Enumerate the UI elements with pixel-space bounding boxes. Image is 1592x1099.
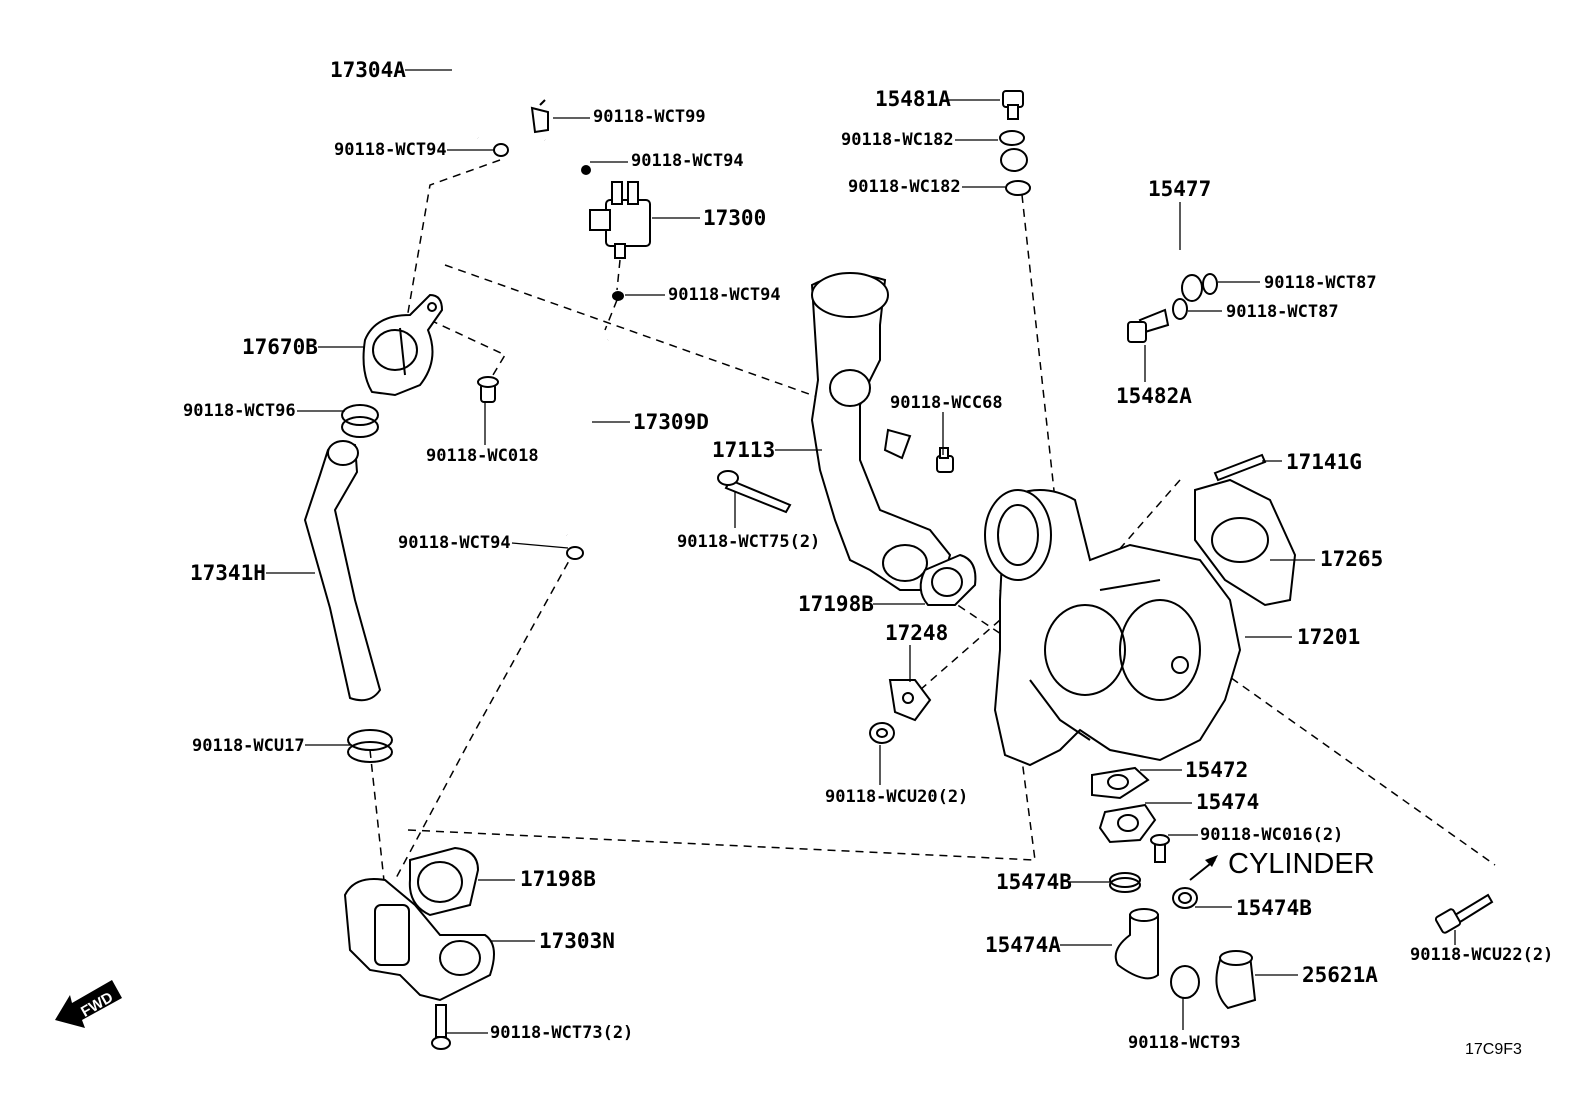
part-17303N-water-housing[interactable] <box>343 878 495 1002</box>
part-17304A-hose[interactable] <box>450 26 547 142</box>
part-17198B-gasket-left[interactable] <box>408 846 480 917</box>
part-90118-WC182-washer-a[interactable] <box>999 130 1025 146</box>
part-90118-WCT96-clamp[interactable] <box>341 404 379 438</box>
label-17303N: 17303N <box>539 929 615 953</box>
part-15482A-bolt[interactable] <box>1127 308 1170 343</box>
part-90118-WC018-bolt[interactable] <box>477 376 499 403</box>
label-90118-WCT94-a: 90118-WCT94 <box>334 140 447 160</box>
part-90118-WCT87-washer-b[interactable] <box>1172 298 1188 320</box>
leader-lines <box>266 69 1456 1034</box>
label-15474B-b: 15474B <box>1236 896 1312 920</box>
label-17198B-a: 17198B <box>520 867 596 891</box>
part-17113-intake-pipe[interactable] <box>810 272 952 591</box>
label-15472: 15472 <box>1185 758 1248 782</box>
label-17248: 17248 <box>885 621 948 645</box>
part-90118-WCT94-clip-d[interactable] <box>566 546 584 560</box>
label-25621A: 25621A <box>1302 963 1378 987</box>
label-90118-WCT75: 90118-WCT75(2) <box>677 532 820 552</box>
label-17670B: 17670B <box>242 335 318 359</box>
label-90118-WCT87-b: 90118-WCT87 <box>1226 302 1339 322</box>
label-90118-WCU20: 90118-WCU20(2) <box>825 787 968 807</box>
cylinder-direction: CYLINDER <box>1189 848 1375 881</box>
part-labels: 17304A 90118-WCT99 90118-WCT94 90118-WCT… <box>183 58 1553 1058</box>
part-15474-flange[interactable] <box>1098 803 1157 844</box>
label-90118-WC182-a: 90118-WC182 <box>841 130 954 150</box>
part-90118-WCT99-clip[interactable] <box>530 99 549 134</box>
part-17265-gasket[interactable] <box>1194 478 1297 607</box>
fwd-arrow-icon: FWD <box>55 980 122 1028</box>
part-90118-WCU22-bolt[interactable] <box>1434 893 1494 934</box>
part-90118-WCT94-clip-a[interactable] <box>493 143 509 157</box>
part-17670B-water-outlet[interactable] <box>362 293 444 397</box>
part-90118-WCT93-clip[interactable] <box>1170 965 1200 999</box>
label-90118-WCT94-c: 90118-WCT94 <box>668 285 781 305</box>
part-90118-WCU20-nut[interactable] <box>869 722 895 744</box>
label-17265: 17265 <box>1320 547 1383 571</box>
part-90118-WCT73-bolt[interactable] <box>431 1004 451 1050</box>
part-25621A-pipe[interactable] <box>1215 950 1257 1010</box>
label-90118-WCT93: 90118-WCT93 <box>1128 1033 1241 1053</box>
part-90118-WC182-washer-b[interactable] <box>1005 180 1031 196</box>
part-15474B-clamp-a[interactable] <box>1109 872 1141 893</box>
part-17248-bracket[interactable] <box>888 679 932 722</box>
label-15481A: 15481A <box>875 87 951 111</box>
part-90118-WCT94-clip-c[interactable] <box>612 291 624 301</box>
assembly-lines <box>369 159 1496 891</box>
diagram-code: 17C9F3 <box>1465 1041 1522 1058</box>
cylinder-label: CYLINDER <box>1228 848 1375 880</box>
label-90118-WCC68: 90118-WCC68 <box>890 393 1003 413</box>
label-90118-WCU22: 90118-WCU22(2) <box>1410 945 1553 965</box>
part-90118-WC016-bolt[interactable] <box>1150 834 1170 863</box>
label-90118-WC016: 90118-WC016(2) <box>1200 825 1343 845</box>
part-90118-WCU17-clamp[interactable] <box>347 729 393 763</box>
part-17198B-gasket-right[interactable] <box>919 553 977 606</box>
label-90118-WCT87-a: 90118-WCT87 <box>1264 273 1377 293</box>
label-15482A: 15482A <box>1116 384 1192 408</box>
label-15474A: 15474A <box>985 933 1061 957</box>
label-15474: 15474 <box>1196 790 1259 814</box>
part-90118-WCT75-bolt[interactable] <box>717 470 792 514</box>
label-17300: 17300 <box>703 206 766 230</box>
label-17113: 17113 <box>712 438 775 462</box>
label-15474B-a: 15474B <box>996 870 1072 894</box>
label-90118-WCT96: 90118-WCT96 <box>183 401 296 421</box>
label-17198B-b: 17198B <box>798 592 874 616</box>
part-15472-gasket[interactable] <box>1091 766 1150 800</box>
label-90118-WC018: 90118-WC018 <box>426 446 539 466</box>
label-17341H: 17341H <box>190 561 266 585</box>
part-15474A-hose[interactable] <box>1114 908 1159 980</box>
part-90118-WCT94-clip-b[interactable] <box>581 165 591 175</box>
label-15477: 15477 <box>1148 177 1211 201</box>
label-90118-WCT99: 90118-WCT99 <box>593 107 706 127</box>
label-17309D: 17309D <box>633 410 709 434</box>
part-15481A-bolt[interactable] <box>1002 90 1024 120</box>
part-90118-WCC68-bolt[interactable] <box>936 447 954 473</box>
label-90118-WCT94-b: 90118-WCT94 <box>631 151 744 171</box>
part-17341H-hose[interactable] <box>303 440 382 702</box>
part-17201-turbocharger[interactable] <box>984 489 1242 767</box>
label-90118-WCU17: 90118-WCU17 <box>192 736 305 756</box>
part-90118-WCT87-washer-a[interactable] <box>1202 273 1218 295</box>
label-17304A: 17304A <box>330 58 406 82</box>
label-90118-WCT73: 90118-WCT73(2) <box>490 1023 633 1043</box>
part-17309D-hose[interactable] <box>561 339 611 536</box>
label-17141G: 17141G <box>1286 450 1362 474</box>
part-15477-oil-pipe[interactable] <box>1000 142 1203 302</box>
label-90118-WCT94-d: 90118-WCT94 <box>398 533 511 553</box>
part-17141G-stud[interactable] <box>1213 453 1267 482</box>
label-17201: 17201 <box>1297 625 1360 649</box>
part-17300-solenoid-valve[interactable] <box>589 181 651 259</box>
label-90118-WC182-b: 90118-WC182 <box>848 177 961 197</box>
part-15474B-clamp-b[interactable] <box>1172 887 1198 909</box>
